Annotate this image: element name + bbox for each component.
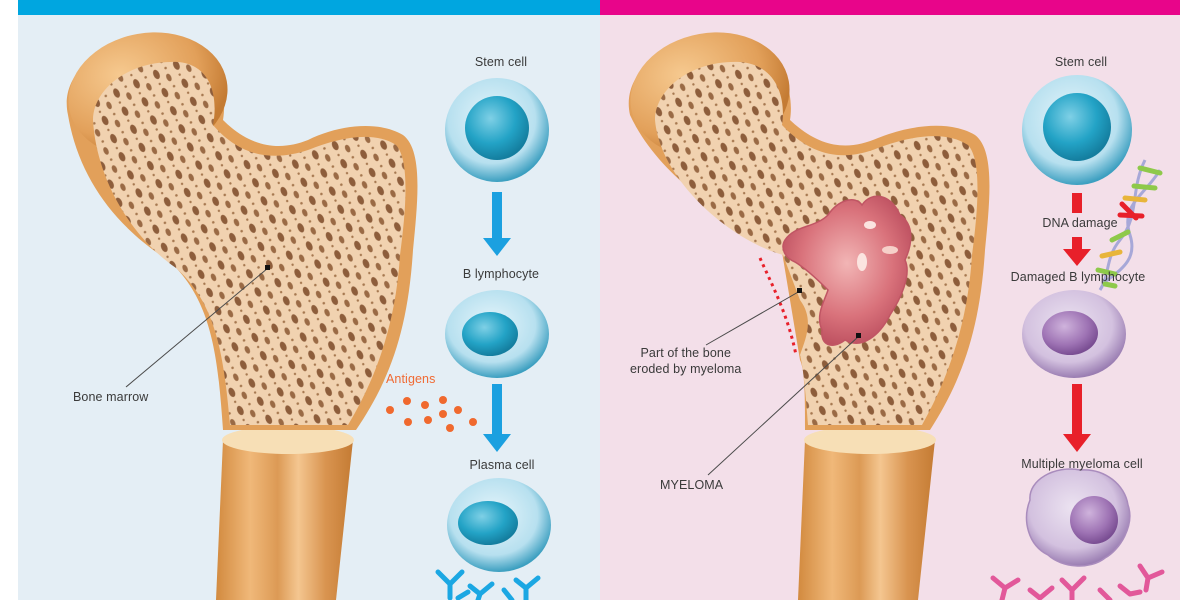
eroded-bone-label-line1: Part of the bone [640,346,732,360]
femur-cross-section-icon [66,32,551,600]
antigen-dot-icon [386,396,477,432]
femur-cross-section-icon [628,32,1165,600]
antigens-label: Antigens [386,372,436,386]
normal-header-bar [18,0,600,15]
dna-damage-label: DNA damage [1042,216,1118,230]
myeloma-label: MYELOMA [660,478,724,492]
normal-panel: Bone marrow Stem cell B lymphocyte Antig… [18,0,600,600]
antibody-icon [435,569,541,600]
eroded-bone-label: Part of the bone eroded by myeloma [630,345,741,377]
damaged-b-lymphocyte-label: Damaged B lymphocyte [1010,270,1146,284]
plasma-cell-label: Plasma cell [469,458,535,472]
dna-helix-icon [1095,159,1163,291]
eroded-bone-label-line2: eroded by myeloma [630,362,742,376]
b-lymphocyte-label: B lymphocyte [462,267,540,281]
myeloma-panel: Stem cell DNA damage Damaged B lymphocyt… [600,0,1180,600]
multiple-myeloma-cell-label: Multiple myeloma cell [1021,457,1143,471]
bone-marrow-label: Bone marrow [73,390,149,404]
myeloma-header-bar [600,0,1180,15]
stem-cell-label: Stem cell [1054,55,1108,69]
stem-cell-label: Stem cell [474,55,528,69]
antibody-icon [990,563,1165,600]
